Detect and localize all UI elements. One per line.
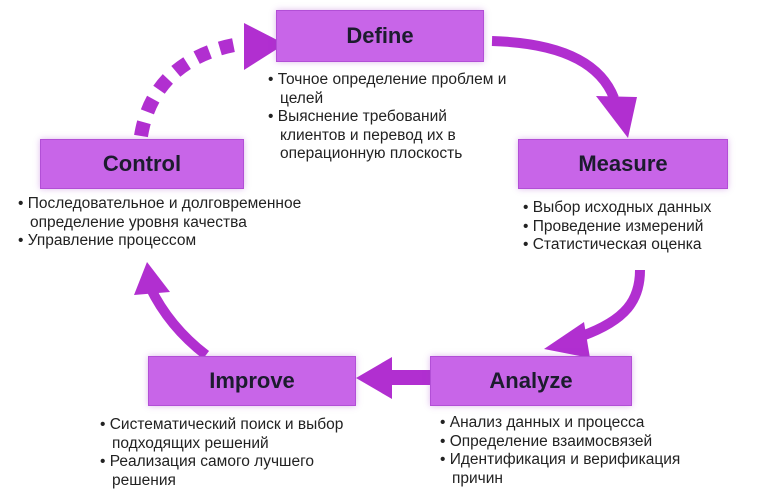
control-bullet: Управление процессом: [18, 232, 318, 251]
measure-label: Measure: [578, 151, 668, 176]
analyze-bullets: Анализ данных и процесса Определение вза…: [440, 414, 730, 488]
arrowhead-control: [134, 262, 170, 295]
arrow-define-to-measure: [491, 36, 619, 100]
improve-bullets: Систематический поиск и выбор подходящих…: [100, 416, 375, 490]
improve-bullet: Реализация самого лучшего решения: [100, 453, 375, 490]
define-bullets: Точное определение проблем и целей Выясн…: [268, 71, 508, 164]
control-bullets: Последовательное и долговременное опреде…: [18, 195, 318, 251]
analyze-bullet: Анализ данных и процесса: [440, 414, 730, 433]
define-label: Define: [346, 23, 414, 48]
define-bullet: Выяснение требований клиентов и перевод …: [268, 108, 508, 164]
measure-bullet: Статистическая оценка: [523, 236, 773, 255]
define-box: Define: [276, 10, 484, 62]
arrow-measure-to-analyze: [580, 269, 645, 341]
improve-label: Improve: [209, 368, 295, 393]
arrowhead-define: [244, 23, 285, 70]
measure-bullets: Выбор исходных данных Проведение измерен…: [523, 199, 773, 255]
analyze-bullet: Идентификация и верификация причин: [440, 451, 730, 488]
analyze-bullet: Определение взаимосвязей: [440, 433, 730, 452]
analyze-box: Analyze: [430, 356, 632, 406]
measure-bullet: Проведение измерений: [523, 218, 773, 237]
measure-bullet: Выбор исходных данных: [523, 199, 773, 218]
arrow-improve-to-control: [145, 284, 210, 359]
arrowhead-measure: [596, 96, 637, 138]
control-label: Control: [102, 151, 182, 176]
arrowhead-improve: [356, 357, 392, 399]
control-bullet: Последовательное и долговременное опреде…: [18, 195, 318, 232]
define-bullet: Точное определение проблем и целей: [268, 71, 508, 108]
improve-box: Improve: [148, 356, 356, 406]
arrowhead-analyze: [544, 322, 590, 358]
arrow-analyze-to-improve: [388, 370, 430, 385]
analyze-label: Analyze: [489, 368, 573, 393]
control-box: Control: [40, 139, 244, 189]
measure-box: Measure: [518, 139, 728, 189]
arrow-control-to-define: [134, 37, 242, 138]
improve-bullet: Систематический поиск и выбор подходящих…: [100, 416, 375, 453]
